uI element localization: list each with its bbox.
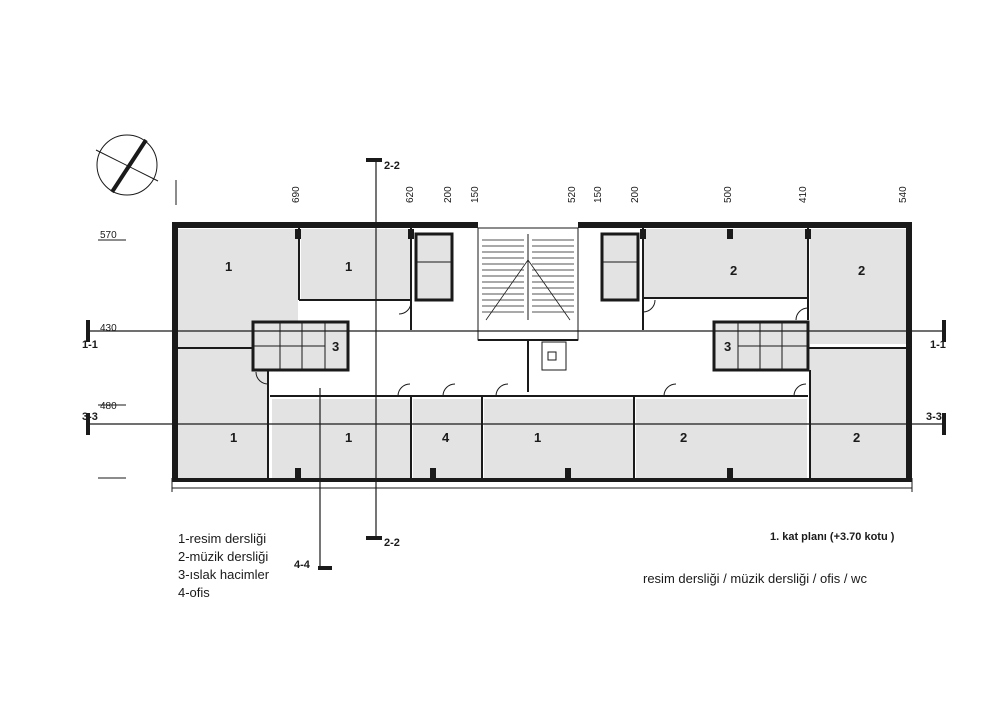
walls [171,222,913,492]
room-label: 1 [534,430,541,445]
dimension-label: 410 [798,186,809,203]
dimension-label: 430 [100,323,117,334]
plan-subtitle: resim dersliği / müzik dersliği / ofis /… [643,571,867,586]
room-label: 3 [332,339,339,354]
dimension-label: 540 [898,186,909,203]
room-label: 1 [345,259,352,274]
room-label: 2 [680,430,687,445]
dimension-label: 200 [630,186,641,203]
axis-label: 2-2 [384,537,400,549]
dimension-label: 620 [405,186,416,203]
room-label: 1 [345,430,352,445]
room-label: 1 [225,259,232,274]
axis-label: 1-1 [82,339,98,351]
dimension-label: 150 [470,186,481,203]
legend-item: 4-ofis [178,585,210,600]
dimension-label: 150 [593,186,604,203]
room-label: 3 [724,339,731,354]
dimension-label: 570 [100,230,117,241]
room-label: 2 [853,430,860,445]
dimension-lines [98,180,177,479]
room-label: 2 [858,263,865,278]
plan-title: 1. kat planı (+3.70 kotu ) [770,531,895,543]
axis-label: 1-1 [930,339,946,351]
legend-item: 3-ıslak hacimler [178,567,270,582]
dimension-label: 200 [443,186,454,203]
dimension-label: 690 [291,186,302,203]
legend-item: 2-müzik dersliği [178,549,269,564]
axis-label: 4-4 [294,559,311,571]
dimension-label: 480 [100,401,117,412]
legend: 1-resim dersliği 2-müzik dersliği 3-ısla… [178,530,269,602]
axis-label: 2-2 [384,160,400,172]
north-arrow-icon [95,134,159,196]
room-label: 2 [730,263,737,278]
dimension-label: 520 [567,186,578,203]
dimension-label: 500 [723,186,734,203]
legend-item: 1-resim dersliği [178,531,267,546]
axis-label: 3-3 [926,411,942,423]
room-label: 1 [230,430,237,445]
stair-treads [482,239,574,321]
room-label: 4 [442,430,450,445]
axis-label: 3-3 [82,411,98,423]
section-axes [86,158,946,570]
